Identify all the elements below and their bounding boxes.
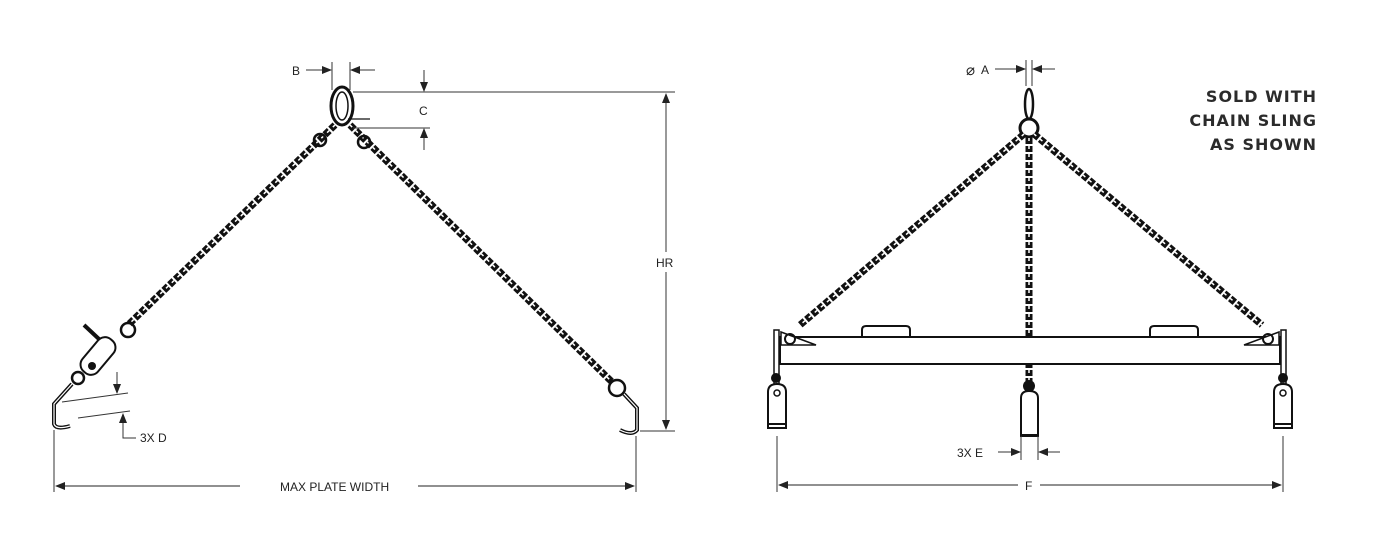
dim-a-label: A [981, 63, 989, 77]
dimension-d: 3X D [61, 372, 167, 445]
dim-e-label: 3X E [957, 446, 983, 460]
beam-handle-left [861, 325, 911, 337]
side-view: B C HR 3X D [52, 62, 675, 494]
right-hook-icon [607, 378, 639, 435]
dim-b-label: B [292, 64, 300, 78]
left-hook-icon [52, 382, 74, 430]
sold-with-chain-sling-note: SOLD WITH CHAIN SLING AS SHOWN [1189, 85, 1317, 157]
dim-c-label: C [419, 104, 428, 118]
beam-handle-right [1149, 325, 1199, 337]
front-view: ⌀ A 3X E F [767, 60, 1293, 493]
note-line-1: SOLD WITH [1205, 87, 1317, 106]
dimension-max-plate-width: MAX PLATE WIDTH [53, 430, 637, 494]
clamp-center-icon [1020, 380, 1039, 437]
left-tensioner-icon [70, 321, 137, 386]
dimension-hr: HR [460, 91, 675, 432]
clamp-left-icon [767, 373, 787, 429]
clamp-right-icon [1273, 373, 1293, 429]
dimension-a: ⌀ A [966, 60, 1055, 86]
dimension-f: F [776, 436, 1284, 493]
note-line-3: AS SHOWN [1209, 135, 1317, 154]
dim-f-label: F [1025, 479, 1032, 493]
dim-width-label: MAX PLATE WIDTH [280, 480, 389, 494]
dim-hr-label: HR [656, 256, 674, 270]
note-line-2: CHAIN SLING [1189, 111, 1317, 130]
chain-left-leg [125, 122, 338, 328]
diameter-symbol-icon: ⌀ [966, 62, 975, 79]
spreader-beam [773, 325, 1287, 386]
chain-right-leg [347, 122, 615, 385]
top-link-icon [1023, 87, 1035, 121]
dim-d-label: 3X D [140, 431, 167, 445]
dimension-c: C [353, 70, 460, 150]
dimension-b: B [292, 62, 375, 90]
master-link-icon [329, 85, 370, 127]
dimension-e: 3X E [957, 436, 1060, 460]
